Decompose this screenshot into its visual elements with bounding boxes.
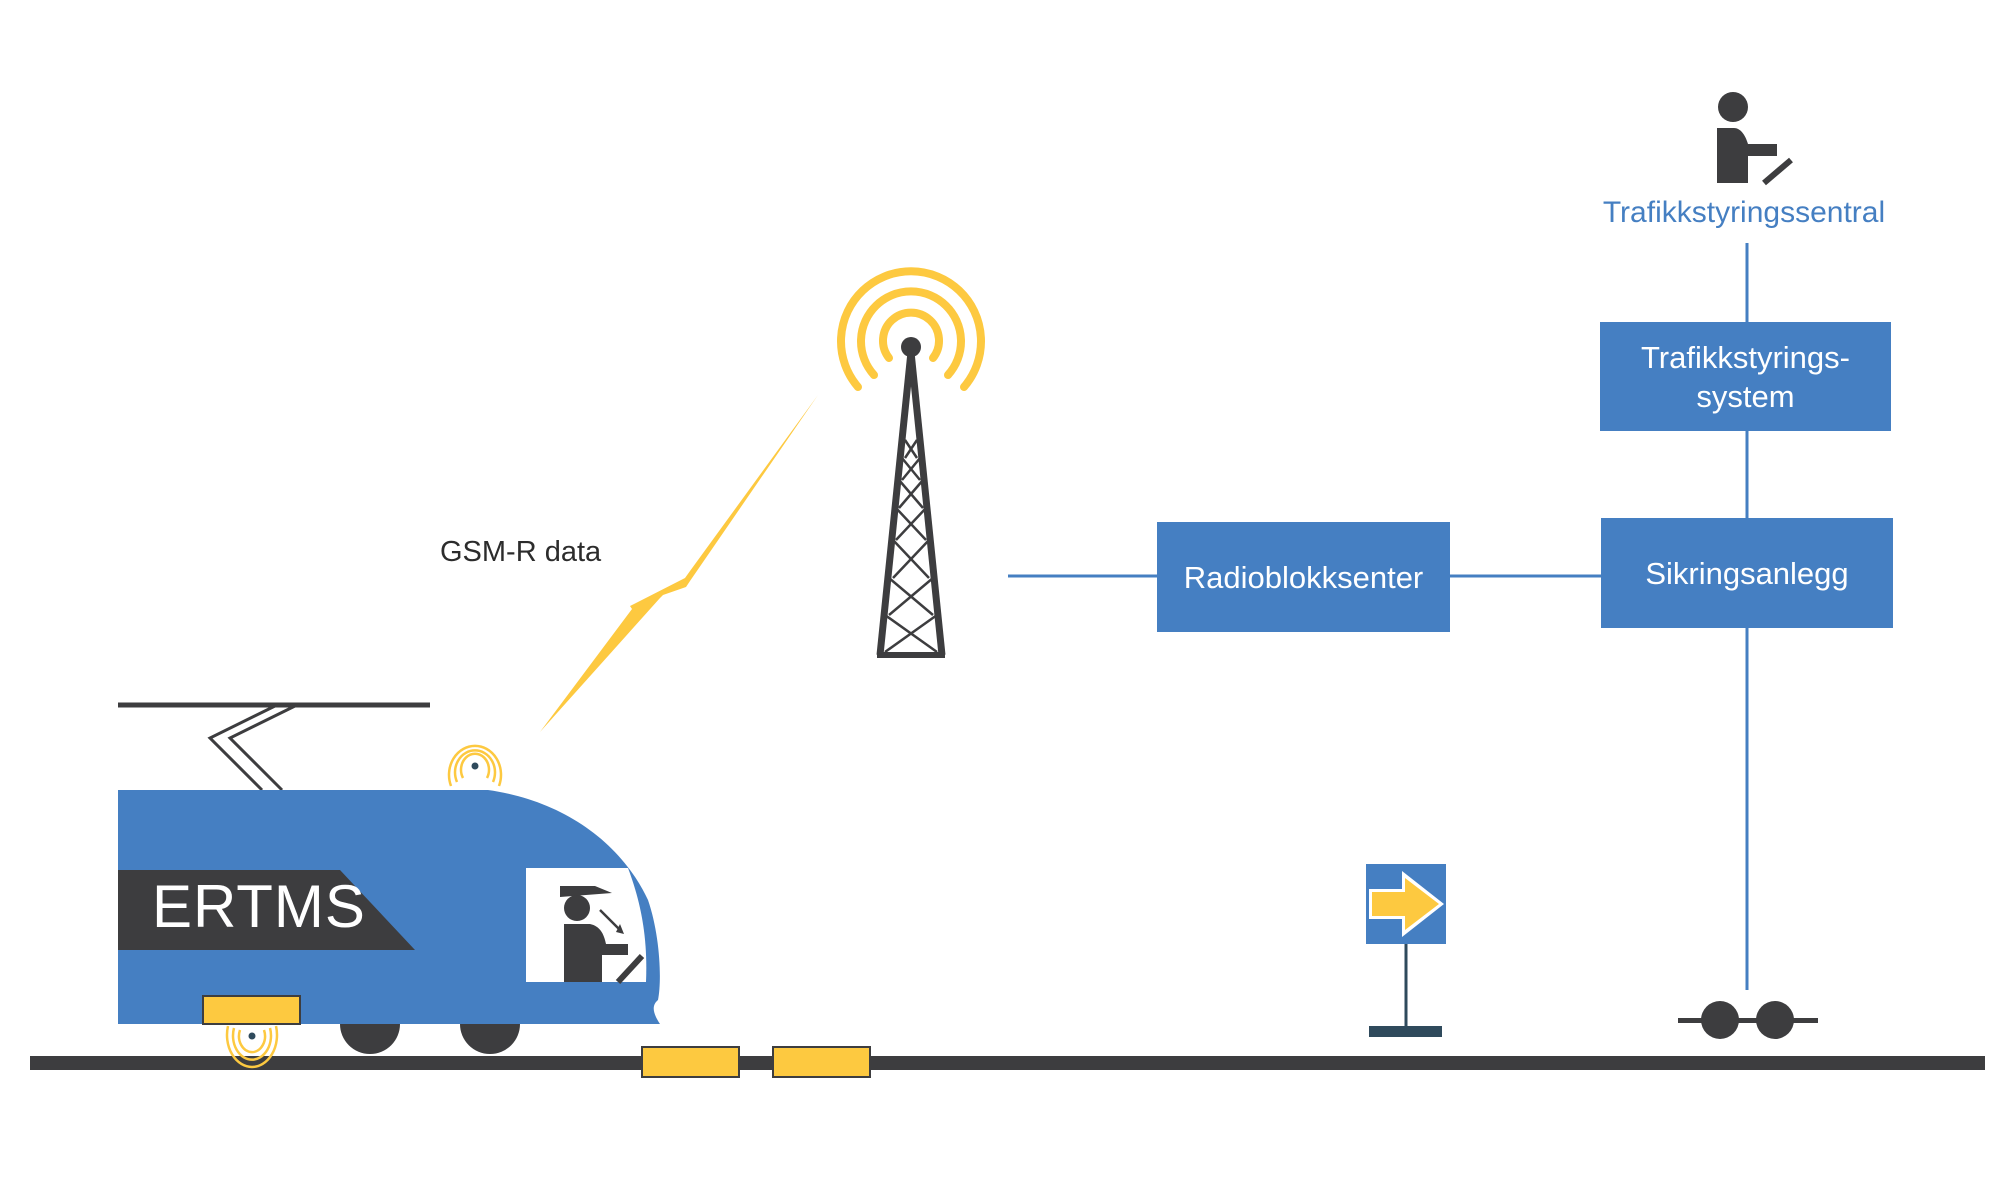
radio-block-centre-box: Radioblokksenter	[1157, 522, 1450, 632]
gsm-r-tower-icon	[837, 267, 985, 658]
radio-block-centre-label: Radioblokksenter	[1183, 559, 1424, 595]
train-wheel	[340, 1024, 400, 1054]
balise-reader	[202, 995, 301, 1025]
train-wheel	[460, 1024, 520, 1054]
connector-lines	[1008, 243, 1749, 990]
marker-board-sign-icon	[1366, 864, 1446, 1037]
traffic-control-center-label: Trafikkstyringssentral	[1602, 196, 1886, 229]
ertms-label: ERTMS	[152, 873, 366, 940]
dispatcher-icon	[1717, 92, 1793, 186]
interlocking-box: Sikringsanlegg	[1601, 518, 1893, 628]
axle-counter-icon	[1678, 1001, 1818, 1039]
interlocking-label: Sikringsanlegg	[1645, 555, 1849, 591]
train-driver-icon	[560, 886, 645, 985]
train-antenna-icon	[447, 744, 503, 787]
lightning-bolt-icon	[540, 395, 818, 732]
train-body	[118, 790, 660, 1024]
train-icon	[118, 790, 660, 1069]
traffic-management-system-label-line2: system	[1696, 378, 1795, 414]
rail-track	[30, 1056, 1985, 1070]
balise	[772, 1046, 871, 1078]
balise-reader-signal-icon	[225, 1025, 279, 1069]
ertms-banner	[118, 870, 415, 950]
traffic-management-system-box: Trafikkstyrings- system	[1600, 322, 1891, 431]
pantograph-icon	[118, 702, 430, 792]
balise	[641, 1046, 740, 1078]
traffic-management-system-label-line1: Trafikkstyrings-	[1641, 339, 1850, 375]
gsm-r-data-label: GSM-R data	[440, 536, 602, 568]
